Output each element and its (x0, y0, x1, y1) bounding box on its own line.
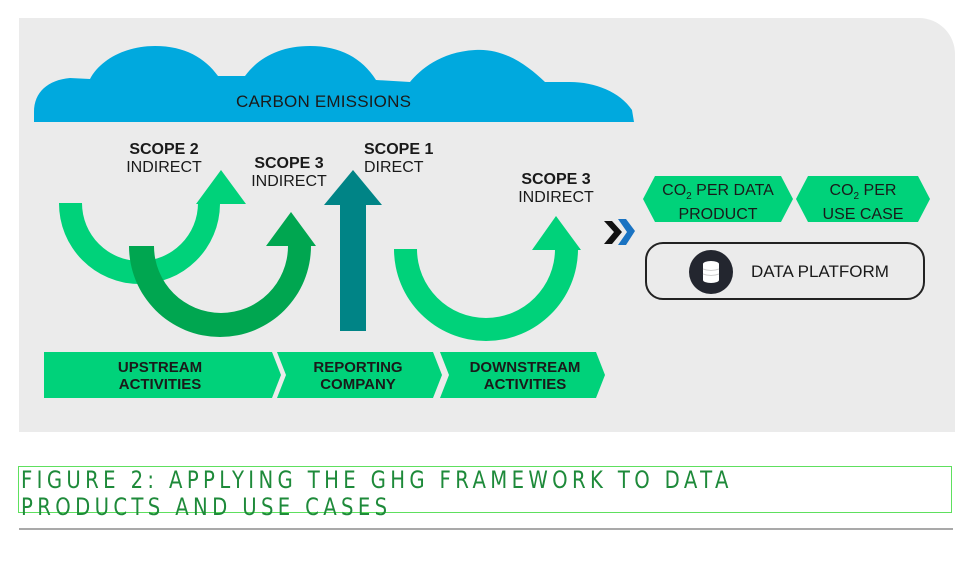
scope-subtitle: DIRECT (364, 159, 424, 176)
activity-chevrons (44, 352, 605, 398)
chevron-reporting (277, 352, 442, 398)
scope2-arrow (58, 170, 246, 284)
scope-subtitle: INDIRECT (126, 159, 202, 176)
chevron-downstream (440, 352, 605, 398)
scope-label-scope2: SCOPE 2 INDIRECT (118, 141, 210, 177)
carbon-cloud (34, 46, 634, 122)
metric-co2-per-use-case: CO2 PER USE CASE (803, 182, 923, 224)
scope-label-scope3-upstream: SCOPE 3 INDIRECT (243, 155, 335, 191)
scope3-upstream-arrow (129, 212, 316, 337)
activity-upstream-label: UPSTREAM ACTIVITIES (60, 359, 260, 393)
scope-label-scope1: SCOPE 1 DIRECT (364, 141, 444, 177)
hex-co2-use-case (796, 176, 930, 222)
database-icon (689, 250, 733, 294)
caption-divider (19, 528, 953, 530)
chevron-upstream (44, 352, 281, 398)
figure-caption: FIGURE 2: APPLYING THE GHG FRAMEWORK TO … (21, 466, 733, 521)
activity-line1: UPSTREAM (117, 359, 203, 376)
scope-subtitle: INDIRECT (251, 173, 327, 190)
activity-line2: ACTIVITIES (118, 376, 202, 393)
double-chevron-right-icon (604, 219, 635, 245)
data-platform-label: DATA PLATFORM (751, 262, 889, 281)
activity-line2: ACTIVITIES (483, 376, 567, 393)
activity-line2: COMPANY (320, 376, 396, 393)
data-platform-box: DATA PLATFORM (645, 242, 925, 300)
activity-line1: REPORTING (313, 359, 403, 376)
activity-downstream-label: DOWNSTREAM ACTIVITIES (452, 359, 598, 393)
metric-line2: USE CASE (822, 206, 904, 224)
scope-title: SCOPE 3 (254, 155, 324, 172)
hex-co2-data-product (643, 176, 793, 222)
metric-line1: CO2 PER DATA (662, 182, 774, 203)
scope-subtitle: INDIRECT (518, 189, 594, 206)
scope1-arrow (324, 170, 382, 331)
metric-line1: CO2 PER (829, 182, 897, 203)
metric-co2-per-data-product: CO2 PER DATA PRODUCT (650, 182, 786, 224)
activity-reporting-label: REPORTING COMPANY (288, 359, 428, 393)
activity-line1: DOWNSTREAM (469, 359, 581, 376)
scope-label-scope3-downstream: SCOPE 3 INDIRECT (510, 171, 602, 207)
metric-line2: PRODUCT (678, 206, 758, 224)
metric-hexagons (643, 176, 930, 222)
scope-title: SCOPE 2 (129, 141, 199, 158)
scope-title: SCOPE 3 (521, 171, 591, 188)
scope-title: SCOPE 1 (364, 141, 434, 158)
figure-caption-box: FIGURE 2: APPLYING THE GHG FRAMEWORK TO … (18, 466, 952, 521)
scope3-downstream-arrow (394, 216, 581, 341)
carbon-emissions-label: CARBON EMISSIONS (236, 92, 412, 111)
